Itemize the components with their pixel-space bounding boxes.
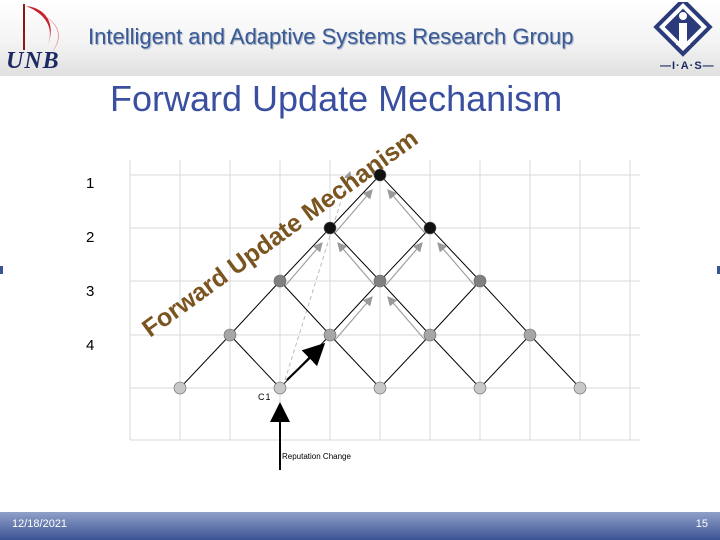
footer-page-number: 15 — [695, 518, 708, 530]
header-banner: UNB Intelligent and Adaptive Systems Res… — [0, 0, 720, 76]
propagation-arrow — [284, 242, 323, 287]
slide-title: Forward Update Mechanism — [110, 78, 563, 119]
propagation-arrow — [337, 242, 376, 287]
reputation-change-label: Reputation Change — [282, 452, 351, 461]
node-level5 — [173, 381, 187, 395]
propagation-arrow — [437, 242, 476, 287]
propagation-arrow — [334, 189, 373, 234]
c1-label: C1 — [258, 392, 272, 402]
right-edge-marker — [717, 266, 720, 274]
node-level5-c1 — [273, 381, 287, 395]
level-label-1: 1 — [86, 175, 94, 192]
node-level4 — [523, 328, 537, 342]
node-level4 — [223, 328, 237, 342]
level-label-4: 4 — [86, 337, 94, 354]
node-level3 — [273, 274, 287, 288]
node-level2 — [423, 221, 437, 235]
left-edge-marker — [0, 266, 3, 274]
forward-path-guide — [284, 171, 352, 381]
node-level2 — [323, 221, 337, 235]
ias-logo — [653, 2, 713, 57]
unb-logo — [23, 4, 59, 52]
node-level5 — [373, 381, 387, 395]
level-label-2: 2 — [86, 229, 94, 246]
propagation-arrow — [384, 242, 423, 287]
node-level5 — [473, 381, 487, 395]
propagation-arrow — [387, 296, 426, 341]
unb-wordmark: UNB — [6, 48, 60, 74]
c1-update-arrow — [286, 342, 326, 381]
propagation-arrow — [334, 296, 373, 341]
group-title: Intelligent and Adaptive Systems Researc… — [88, 24, 574, 49]
footer-bar — [0, 512, 720, 540]
ias-wordmark: —I·A·S— — [660, 60, 715, 72]
propagation-arrow — [387, 189, 426, 234]
node-level3 — [473, 274, 487, 288]
propagation-arrows — [284, 189, 476, 341]
node-level4 — [323, 328, 337, 342]
footer-date: 12/18/2021 — [12, 518, 68, 530]
node-level5 — [573, 381, 587, 395]
nodes — [173, 168, 587, 395]
node-level3 — [373, 274, 387, 288]
node-level4 — [423, 328, 437, 342]
node-level1 — [373, 168, 387, 182]
level-label-3: 3 — [86, 283, 94, 300]
